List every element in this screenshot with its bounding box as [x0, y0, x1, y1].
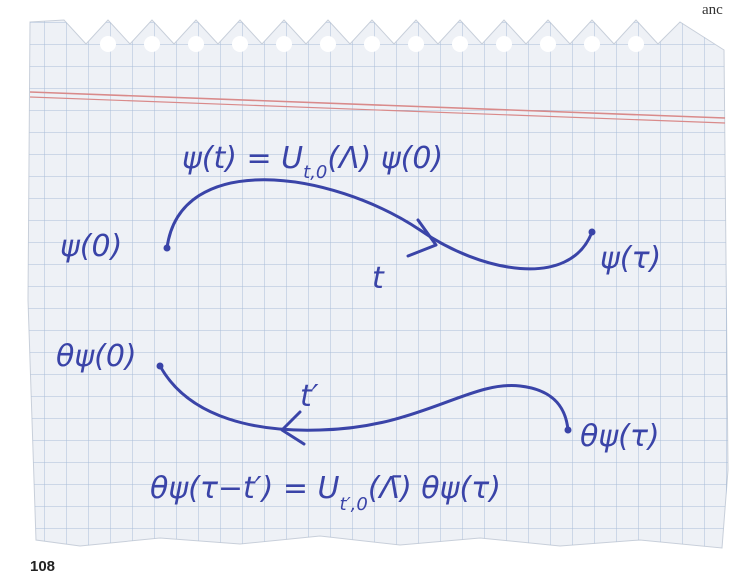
forward-end-label: ψ(τ): [600, 241, 661, 276]
forward-equation: ψ(t) = Ut,0(Λ) ψ(0): [182, 141, 443, 183]
corner-text: anc: [702, 2, 723, 18]
margin-line: [29, 91, 726, 119]
margin-line-2: [29, 96, 726, 124]
reverse-start-label: θψ(0): [56, 339, 137, 374]
reverse-arrowhead: [280, 410, 306, 446]
forward-start-label: ψ(0): [60, 229, 122, 264]
forward-arrowhead: [406, 218, 438, 258]
reverse-time-label: t′: [300, 379, 319, 414]
page-number: 108: [30, 558, 56, 574]
reverse-end-label: θψ(τ): [580, 419, 660, 454]
reverse-equation: θψ(τ−t′) = Ut′,0(Λ̄) θψ(τ): [150, 471, 501, 515]
forward-end-dot: [588, 228, 596, 236]
reverse-trajectory: [158, 364, 570, 432]
spiral-holes: [100, 36, 644, 52]
grid-lines: [28, 20, 728, 548]
forward-start-dot: [163, 244, 171, 252]
reverse-start-dot: [156, 362, 164, 370]
reverse-end-dot: [564, 426, 572, 434]
forward-trajectory: [165, 178, 594, 271]
forward-time-label: t: [372, 261, 385, 296]
